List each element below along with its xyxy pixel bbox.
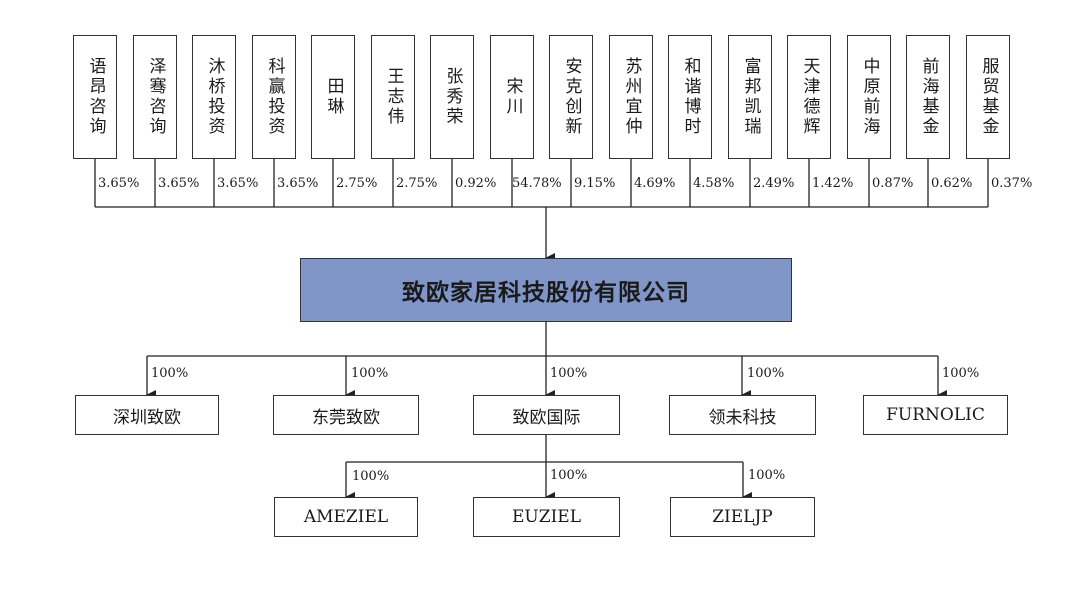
shareholder-name: 泽骞咨询 [145, 57, 166, 137]
shareholding-percent: 0.92% [455, 176, 497, 191]
ownership-percent: 100% [942, 366, 980, 381]
shareholding-percent: 3.65% [98, 176, 140, 191]
shareholder-box: 科赢投资 [252, 35, 296, 159]
shareholder-name: 富邦凯瑞 [740, 57, 761, 137]
shareholding-percent: 3.65% [217, 176, 259, 191]
ownership-percent: 100% [550, 468, 588, 483]
shareholding-percent: 1.42% [812, 176, 854, 191]
shareholder-name: 安克创新 [561, 57, 582, 137]
subsidiary-name: 深圳致欧 [113, 407, 181, 428]
shareholder-box: 中原前海 [847, 35, 891, 159]
subsidiary-box: 致欧国际 [473, 395, 620, 435]
ownership-percent: 100% [151, 366, 189, 381]
subsidiary-box: ZIELJP [670, 497, 815, 537]
shareholder-box: 苏州宜仲 [609, 35, 653, 159]
shareholding-percent: 0.37% [991, 176, 1033, 191]
ownership-percent: 100% [351, 366, 389, 381]
shareholder-name: 前海基金 [918, 57, 939, 137]
shareholder-name: 王志伟 [383, 67, 404, 127]
ownership-percent: 100% [352, 469, 390, 484]
subsidiary-name: 领未科技 [708, 407, 777, 428]
parent-company-name: 致欧家居科技股份有限公司 [402, 280, 690, 306]
shareholding-percent: 2.49% [753, 176, 795, 191]
shareholder-name: 中原前海 [859, 57, 880, 137]
shareholder-box: 田琳 [311, 35, 355, 159]
ownership-percent: 100% [747, 366, 785, 381]
subsidiary-box: 领未科技 [669, 395, 816, 435]
subsidiary-name: 致欧国际 [512, 407, 581, 428]
shareholder-box: 天津德辉 [787, 35, 831, 159]
shareholder-box: 王志伟 [371, 35, 415, 159]
shareholding-percent: 4.58% [693, 176, 735, 191]
shareholder-name: 田琳 [323, 77, 344, 117]
shareholding-percent: 3.65% [277, 176, 319, 191]
subsidiary-name: FURNOLIC [886, 405, 985, 425]
subsidiary-name: EUZIEL [512, 507, 581, 527]
shareholding-percent: 4.69% [634, 176, 676, 191]
subsidiary-box: 深圳致欧 [75, 395, 219, 435]
shareholder-name: 沐桥投资 [204, 57, 225, 137]
shareholder-name: 语昂咨询 [85, 57, 106, 137]
shareholder-box: 沐桥投资 [192, 35, 236, 159]
shareholder-box: 张秀荣 [430, 35, 474, 159]
shareholder-name: 科赢投资 [264, 57, 285, 137]
subsidiary-box: EUZIEL [473, 497, 620, 537]
shareholder-box: 语昂咨询 [73, 35, 117, 159]
shareholder-box: 富邦凯瑞 [728, 35, 772, 159]
subsidiary-box: 东莞致欧 [273, 395, 419, 435]
subsidiary-name: 东莞致欧 [312, 407, 380, 428]
shareholding-percent: 2.75% [336, 176, 378, 191]
shareholding-percent: 9.15% [574, 176, 616, 191]
subsidiary-name: AMEZIEL [303, 507, 389, 527]
shareholder-box: 服贸基金 [966, 35, 1010, 159]
shareholding-percent: 54.78% [512, 176, 562, 191]
shareholder-name: 苏州宜仲 [621, 57, 642, 137]
shareholding-percent: 3.65% [158, 176, 200, 191]
shareholder-name: 服贸基金 [978, 57, 999, 137]
subsidiary-name: ZIELJP [712, 507, 773, 527]
subsidiary-box: AMEZIEL [274, 497, 418, 537]
shareholder-box: 前海基金 [906, 35, 950, 159]
subsidiary-box: FURNOLIC [863, 395, 1008, 435]
shareholder-box: 和谐博时 [668, 35, 712, 159]
shareholder-name: 天津德辉 [799, 57, 820, 137]
shareholder-box: 安克创新 [549, 35, 593, 159]
shareholder-name: 宋川 [502, 77, 523, 117]
ownership-percent: 100% [748, 468, 786, 483]
shareholding-percent: 2.75% [396, 176, 438, 191]
shareholder-name: 和谐博时 [680, 57, 701, 137]
shareholding-percent: 0.62% [931, 176, 973, 191]
shareholder-name: 张秀荣 [442, 67, 463, 127]
shareholding-percent: 0.87% [872, 176, 914, 191]
ownership-percent: 100% [550, 366, 588, 381]
parent-company-box: 致欧家居科技股份有限公司 [300, 258, 792, 322]
shareholder-box: 泽骞咨询 [133, 35, 177, 159]
shareholder-box: 宋川 [490, 35, 534, 159]
